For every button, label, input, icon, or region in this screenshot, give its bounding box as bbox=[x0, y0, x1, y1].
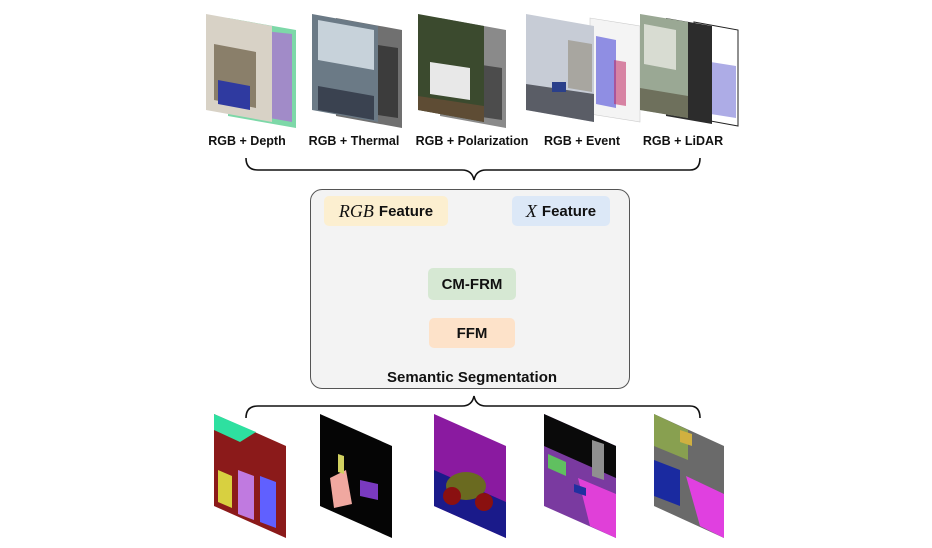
top-brace bbox=[245, 157, 701, 181]
seg-output-polarization bbox=[434, 414, 506, 538]
seg-output-lidar bbox=[654, 414, 724, 538]
x-feature-text: Feature bbox=[541, 202, 597, 220]
ffm-box: FFM bbox=[429, 318, 515, 348]
seg-output-depth bbox=[214, 414, 286, 538]
input-pair-depth bbox=[206, 14, 296, 128]
ffm-label: FFM bbox=[456, 324, 488, 342]
input-pair-event bbox=[526, 14, 641, 123]
modality-label-event: RGB + Event bbox=[543, 134, 621, 148]
x-feature-var: X bbox=[525, 200, 537, 221]
semantic-segmentation-label: Semantic Segmentation bbox=[386, 369, 558, 386]
modality-label-polarization: RGB + Polarization bbox=[415, 134, 529, 148]
rgb-feature-var: RGB bbox=[338, 200, 374, 221]
seg-output-thermal bbox=[320, 414, 392, 538]
cm-frm-label: CM-FRM bbox=[441, 275, 503, 293]
modality-label-lidar: RGB + LiDAR bbox=[642, 134, 724, 148]
seg-output-event bbox=[544, 414, 616, 538]
input-pair-lidar bbox=[640, 14, 739, 127]
modality-label-depth: RGB + Depth bbox=[208, 134, 286, 148]
cm-frm-box: CM-FRM bbox=[428, 268, 516, 300]
input-pair-polarization bbox=[418, 14, 506, 128]
bottom-brace bbox=[245, 395, 701, 419]
x-feature-box: X Feature bbox=[512, 196, 610, 226]
rgb-feature-text: Feature bbox=[378, 202, 434, 220]
rgb-feature-box: RGB Feature bbox=[324, 196, 448, 226]
input-pair-thermal bbox=[312, 14, 402, 128]
modality-label-thermal: RGB + Thermal bbox=[308, 134, 400, 148]
